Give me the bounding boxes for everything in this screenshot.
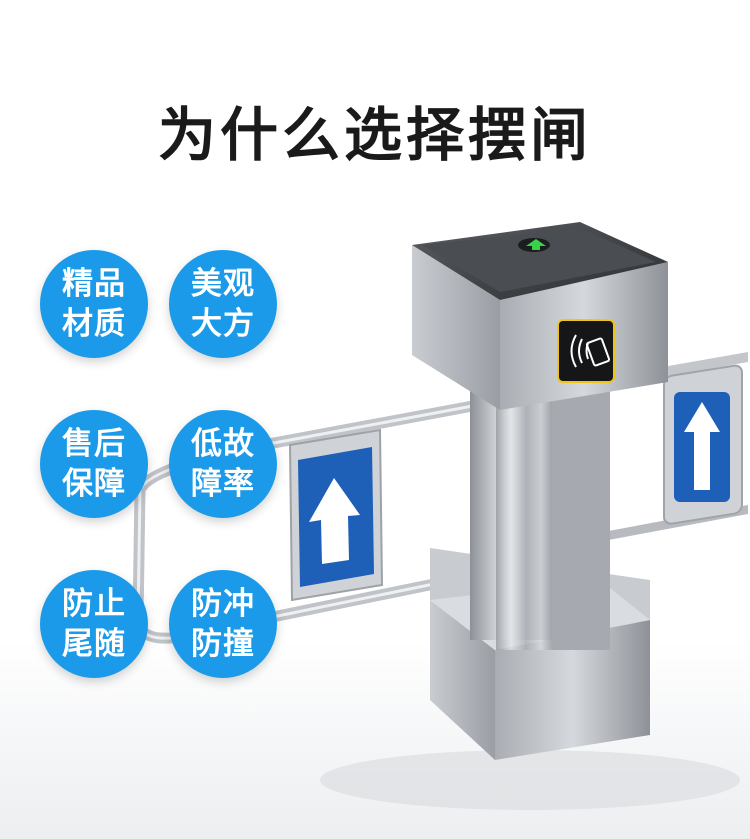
feature-badge-anti-tailgating: 防止 尾随 — [40, 570, 148, 678]
badge-line: 尾随 — [62, 626, 126, 662]
up-arrow-icon — [309, 478, 360, 564]
feature-badge-low-failure: 低故 障率 — [169, 410, 277, 518]
base-shadow — [320, 750, 740, 810]
feature-badge-quality-material: 精品 材质 — [40, 250, 148, 358]
green-arrow-indicator-icon — [526, 239, 546, 250]
feature-badge-after-sales: 售后 保障 — [40, 410, 148, 518]
badge-line: 售后 — [62, 426, 126, 462]
badge-line: 防冲 — [191, 586, 255, 622]
page-title: 为什么选择摆闸 — [157, 101, 592, 169]
badge-line: 保障 — [62, 466, 126, 502]
feature-badge-anti-collision: 防冲 防撞 — [169, 570, 277, 678]
badge-line: 大方 — [191, 306, 255, 342]
badge-line: 障率 — [191, 466, 255, 502]
gate-head — [412, 222, 668, 410]
badge-line: 低故 — [191, 426, 255, 462]
badge-line: 材质 — [62, 306, 126, 342]
feature-badge-elegant: 美观 大方 — [169, 250, 277, 358]
badge-line: 精品 — [62, 266, 126, 302]
badge-line: 防撞 — [191, 626, 255, 662]
badge-line: 防止 — [62, 586, 126, 622]
badge-line: 美观 — [191, 266, 255, 302]
